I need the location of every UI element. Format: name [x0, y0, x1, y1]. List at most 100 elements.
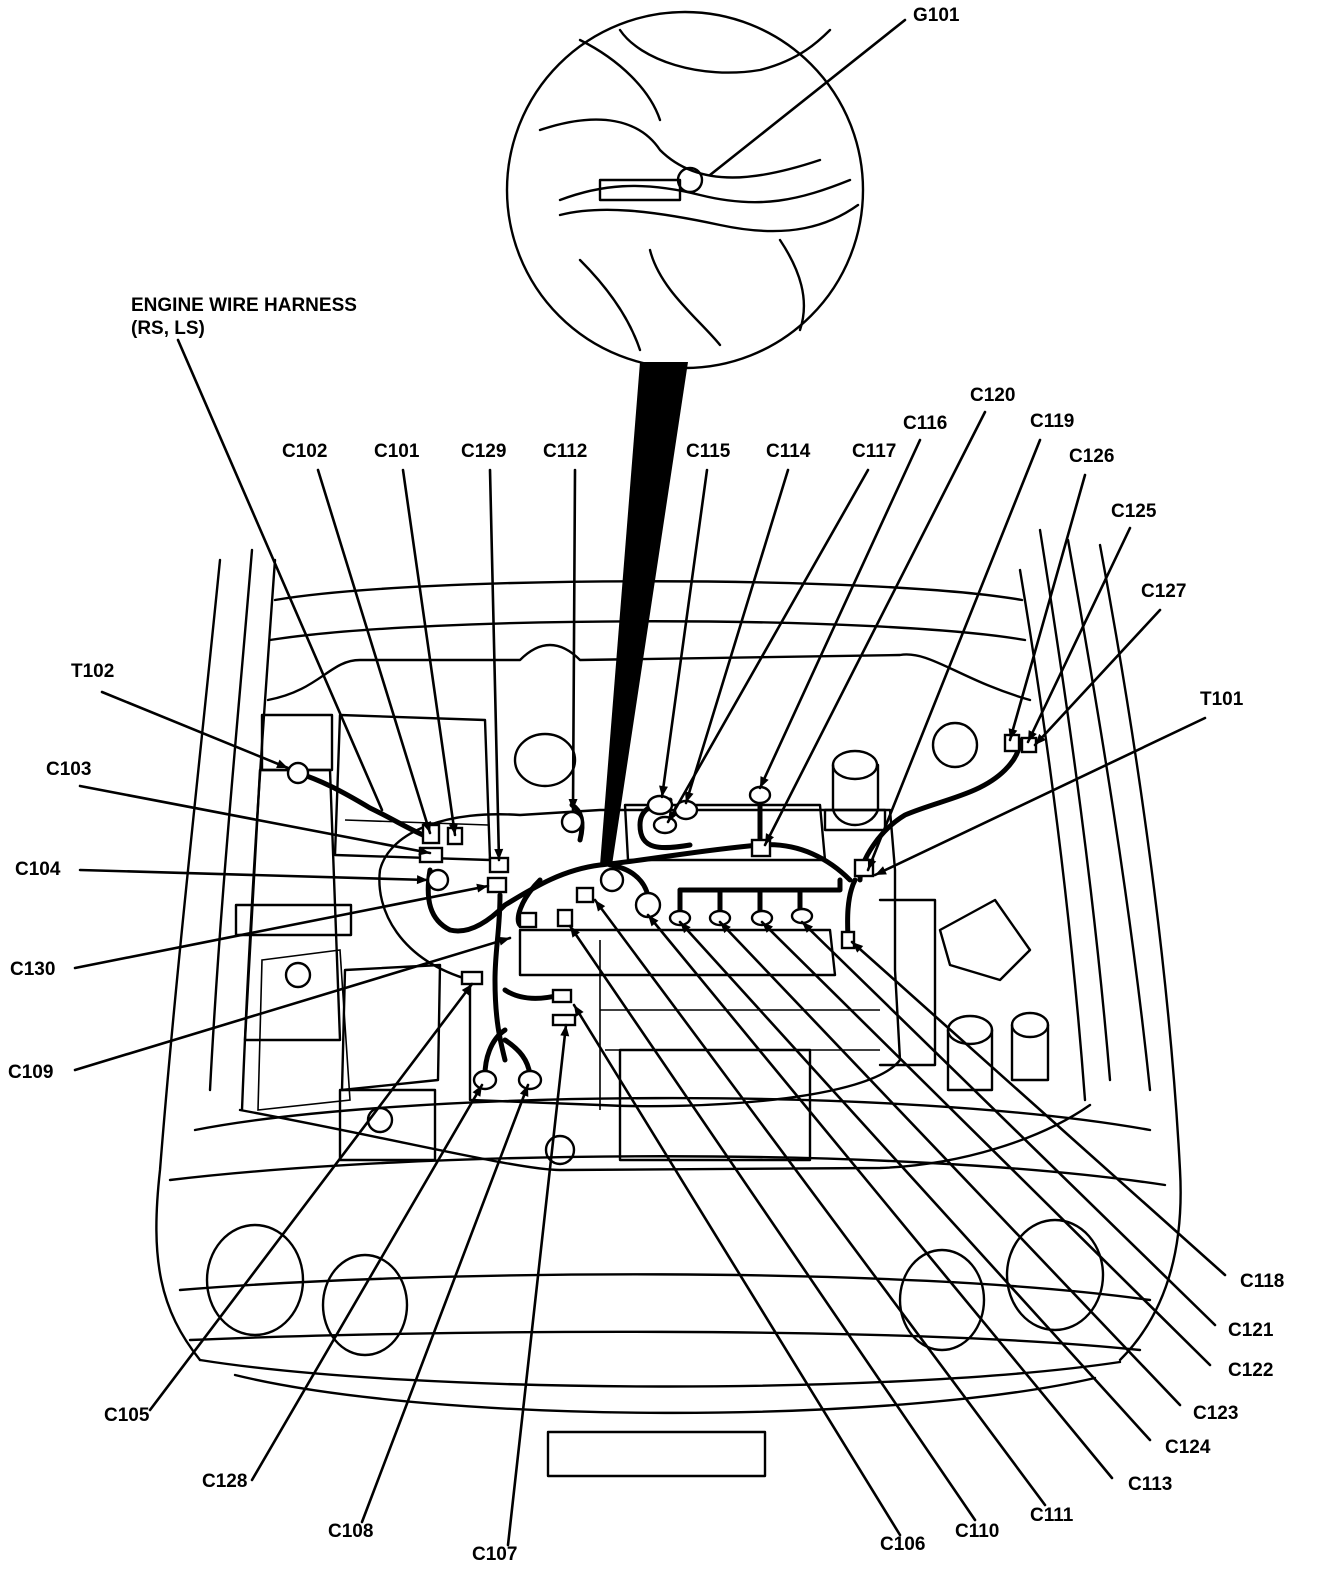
callout-label-c104: C104: [15, 859, 61, 880]
leader-c116: [758, 438, 922, 790]
ground-detail-inset: [505, 10, 865, 865]
arrowhead-c117: [668, 810, 678, 822]
callout-label-c101: C101: [374, 441, 420, 462]
leader-c105: [148, 982, 474, 1412]
leader-c121: [800, 920, 1217, 1327]
callout-label-c127: C127: [1141, 581, 1186, 602]
harness-title-leader: [176, 338, 384, 812]
leader-c106: [572, 1003, 902, 1537]
arrowhead-c110: [570, 926, 580, 938]
arrowhead-t102: [276, 759, 288, 769]
arrowhead-c120: [765, 833, 774, 845]
car-body-outline: [155, 528, 1182, 1478]
leader-c125: [1026, 526, 1132, 744]
arrowhead-c112: [568, 798, 578, 810]
callout-label-c122: C122: [1228, 1360, 1273, 1381]
leader-c123: [718, 920, 1182, 1407]
callout-label-c124: C124: [1165, 1437, 1211, 1458]
leader-c103: [78, 784, 432, 855]
leader-c113: [646, 913, 1114, 1480]
headlamps: [205, 1218, 1105, 1357]
engine-components: [234, 713, 1050, 1166]
callout-label-c118: C118: [1240, 1271, 1284, 1292]
leader-c122: [760, 920, 1212, 1367]
callout-label-c115: C115: [686, 441, 731, 462]
ground-label-g101: G101: [913, 5, 960, 26]
callout-label-c128: C128: [202, 1471, 247, 1492]
arrowhead-c118: [852, 942, 864, 953]
leader-c130: [73, 884, 490, 970]
leader-c115: [660, 468, 709, 799]
callout-label-c119: C119: [1030, 411, 1074, 432]
callout-label-c112: C112: [543, 441, 587, 462]
arrowhead-c109: [498, 936, 510, 946]
leader-c119: [866, 438, 1042, 872]
leader-t102: [100, 690, 290, 770]
leader-c107: [506, 1023, 568, 1547]
arrowhead-t101: [875, 866, 887, 875]
leader-c128: [250, 1083, 484, 1482]
leader-c109: [73, 936, 512, 1072]
arrowhead-c108: [519, 1085, 529, 1097]
callout-label-c109: C109: [8, 1062, 53, 1083]
arrowhead-c114: [684, 791, 694, 803]
arrowhead-c123: [720, 922, 731, 934]
arrowhead-c129: [494, 848, 504, 860]
harness-title-line1: ENGINE WIRE HARNESS: [131, 295, 357, 316]
callout-label-c113: C113: [1128, 1474, 1172, 1495]
arrowhead-c122: [762, 922, 773, 933]
leader-c117: [666, 468, 870, 824]
callout-label-c110: C110: [955, 1521, 999, 1542]
callout-label-c102: C102: [282, 441, 327, 462]
arrowhead-c103: [418, 846, 430, 856]
leader-c129: [488, 468, 501, 862]
callout-label-c103: C103: [46, 759, 91, 780]
leader-c104: [78, 868, 430, 882]
callout-label-c117: C117: [852, 441, 896, 462]
callout-label-t101: T101: [1200, 689, 1244, 710]
arrowhead-c115: [659, 785, 668, 797]
callout-label-c121: C121: [1228, 1320, 1274, 1341]
leader-c118: [850, 940, 1227, 1277]
leader-c126: [1008, 473, 1087, 742]
arrowhead-c106: [574, 1005, 584, 1017]
leader-c114: [684, 468, 790, 805]
arrowhead-c119: [867, 858, 877, 870]
arrowhead-c101: [448, 823, 458, 835]
callout-label-c106: C106: [880, 1534, 925, 1555]
callout-label-c125: C125: [1111, 501, 1157, 522]
callout-label-c107: C107: [472, 1544, 517, 1565]
arrowhead-c105: [461, 984, 472, 996]
leader-c110: [568, 924, 977, 1522]
callout-label-c114: C114: [766, 441, 811, 462]
arrowhead-c130: [476, 883, 488, 893]
callout-label-c120: C120: [970, 385, 1015, 406]
leader-c108: [360, 1083, 530, 1524]
arrowhead-c127: [1035, 733, 1046, 745]
callout-labels: C102 C101 C129 C112 C115 C114 C117 C116 C120C119…: [8, 385, 1284, 1565]
arrowhead-c111: [595, 900, 606, 912]
callout-label-c108: C108: [328, 1521, 373, 1542]
arrowhead-c124: [680, 922, 691, 934]
leader-c124: [678, 920, 1152, 1442]
arrowhead-c116: [760, 776, 769, 788]
arrowhead-c121: [802, 922, 814, 933]
callout-label-c105: C105: [104, 1405, 150, 1426]
callout-label-c116: C116: [903, 413, 947, 434]
callout-label-t102: T102: [71, 661, 114, 682]
arrowhead-c104: [416, 875, 428, 885]
leader-c101: [401, 468, 457, 837]
callout-label-c123: C123: [1193, 1403, 1238, 1424]
callout-leader-lines: [73, 410, 1227, 1547]
callout-label-c126: C126: [1069, 446, 1114, 467]
leader-t101: [873, 716, 1207, 877]
arrowhead-c128: [472, 1085, 482, 1097]
arrowhead-c107: [560, 1025, 570, 1037]
leader-c127: [1033, 608, 1162, 747]
callout-label-c111: C111: [1030, 1505, 1074, 1526]
leader-c102: [316, 468, 432, 835]
leader-c112: [571, 468, 577, 812]
arrowhead-c126: [1008, 728, 1018, 740]
callout-label-c129: C129: [461, 441, 506, 462]
ground-leader: [708, 18, 907, 177]
